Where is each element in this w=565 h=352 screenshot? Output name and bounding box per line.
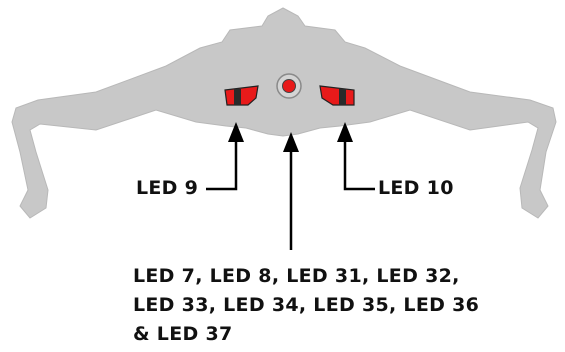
- ship-hull: [11, 7, 557, 219]
- left-led-red: [224, 85, 259, 106]
- arrow-led10: [337, 122, 375, 191]
- arrow-led9: [206, 122, 244, 191]
- center-led: [276, 73, 302, 99]
- label-led-9: LED 9: [136, 177, 199, 199]
- label-main-line-3: & LED 37: [133, 323, 233, 345]
- label-main-line-1: LED 7, LED 8, LED 31, LED 32,: [133, 265, 460, 287]
- label-main-line-2: LED 33, LED 34, LED 35, LED 36: [133, 294, 480, 316]
- label-main-leds: LED 7, LED 8, LED 31, LED 32, LED 33, LE…: [133, 262, 479, 349]
- left-led-pod: [224, 85, 259, 106]
- right-led-dark-block: [339, 89, 346, 105]
- right-led-pod: [319, 85, 355, 106]
- left-led-dark-block: [234, 89, 241, 105]
- label-led-10: LED 10: [378, 177, 454, 199]
- arrow-main: [283, 132, 299, 250]
